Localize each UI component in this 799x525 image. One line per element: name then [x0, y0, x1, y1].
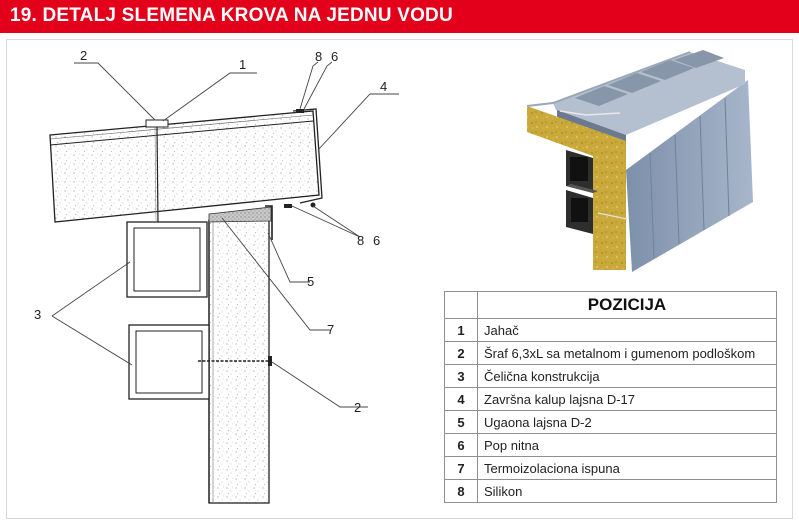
table-row: 5 Ugaona lajsna D-2: [444, 410, 777, 434]
render-3d: [526, 50, 753, 272]
corner-flashing: [265, 205, 273, 240]
legend-num: 2: [444, 341, 478, 365]
silicone-dot: [310, 202, 316, 208]
callout-8-top: 8: [315, 49, 322, 64]
wall-ribs: [649, 97, 730, 259]
roof-panel: [49, 108, 323, 223]
header-bar: 19. DETALJ SLEMENA KROVA NA JEDNU VODU: [0, 0, 799, 33]
legend-desc: Čelična konstrukcija: [477, 364, 777, 388]
callout-1: 1: [239, 57, 246, 72]
legend-num: 6: [444, 433, 478, 457]
legend-num: 8: [444, 479, 478, 503]
legend-desc: Termoizolaciona ispuna: [477, 456, 777, 480]
legend-header-empty: [444, 291, 478, 319]
callout-2-bottom: 2: [354, 400, 361, 415]
legend-num: 4: [444, 387, 478, 411]
callout-2-top: 2: [80, 48, 87, 63]
legend-num: 3: [444, 364, 478, 388]
table-row: 6 Pop nitna: [444, 433, 777, 457]
table-row: 4 Završna kalup lajsna D-17: [444, 387, 777, 411]
steel-tubes-3d: [566, 150, 598, 234]
silicone-strip: [208, 206, 272, 223]
roof-screw: [145, 119, 169, 223]
table-row: 2 Šraf 6,3xL sa metalnom i gumenom podlo…: [444, 341, 777, 365]
wall-panel-3d: [626, 80, 753, 272]
legend-desc: Pop nitna: [477, 433, 777, 457]
callout-6-mid: 6: [373, 233, 380, 248]
callout-7: 7: [327, 322, 334, 337]
roof-ribs: [575, 50, 724, 106]
legend-num: 5: [444, 410, 478, 434]
wall-screw: [198, 356, 272, 366]
section-drawing: 2 1 8 6 4 8 6 5 3 7 2: [34, 48, 399, 504]
steel-tube-upper: [126, 221, 208, 298]
table-row: 3 Čelična konstrukcija: [444, 364, 777, 388]
leader-lines: [51, 61, 399, 408]
legend-num: 7: [444, 456, 478, 480]
legend-desc: Ugaona lajsna D-2: [477, 410, 777, 434]
legend-desc: Šraf 6,3xL sa metalnom i gumenom podlošk…: [477, 341, 777, 365]
callout-6-top: 6: [331, 49, 338, 64]
table-row: 1 Jahač: [444, 318, 777, 342]
legend-num: 1: [444, 318, 478, 342]
legend-desc: Jahač: [477, 318, 777, 342]
legend-desc: Silikon: [477, 479, 777, 503]
page-title: 19. DETALJ SLEMENA KROVA NA JEDNU VODU: [10, 5, 453, 26]
legend-header-row: POZICIJA: [444, 291, 777, 319]
callout-3: 3: [34, 307, 41, 322]
callout-4: 4: [380, 79, 387, 94]
steel-tube-lower: [128, 324, 210, 400]
screw-3d: [597, 212, 628, 220]
rivet-mid: [284, 204, 292, 208]
table-row: 7 Termoizolaciona ispuna: [444, 456, 777, 480]
callout-8-mid: 8: [357, 233, 364, 248]
cap-flashing-3d: [526, 51, 691, 107]
callout-5: 5: [307, 274, 314, 289]
legend-title: POZICIJA: [477, 291, 777, 319]
legend-desc: Završna kalup lajsna D-17: [477, 387, 777, 411]
table-row: 8 Silikon: [444, 479, 777, 503]
content-frame: [6, 39, 793, 519]
rivet-top: [296, 109, 304, 113]
position-legend-table: POZICIJA 1 Jahač 2 Šraf 6,3xL sa metalno…: [444, 291, 777, 503]
